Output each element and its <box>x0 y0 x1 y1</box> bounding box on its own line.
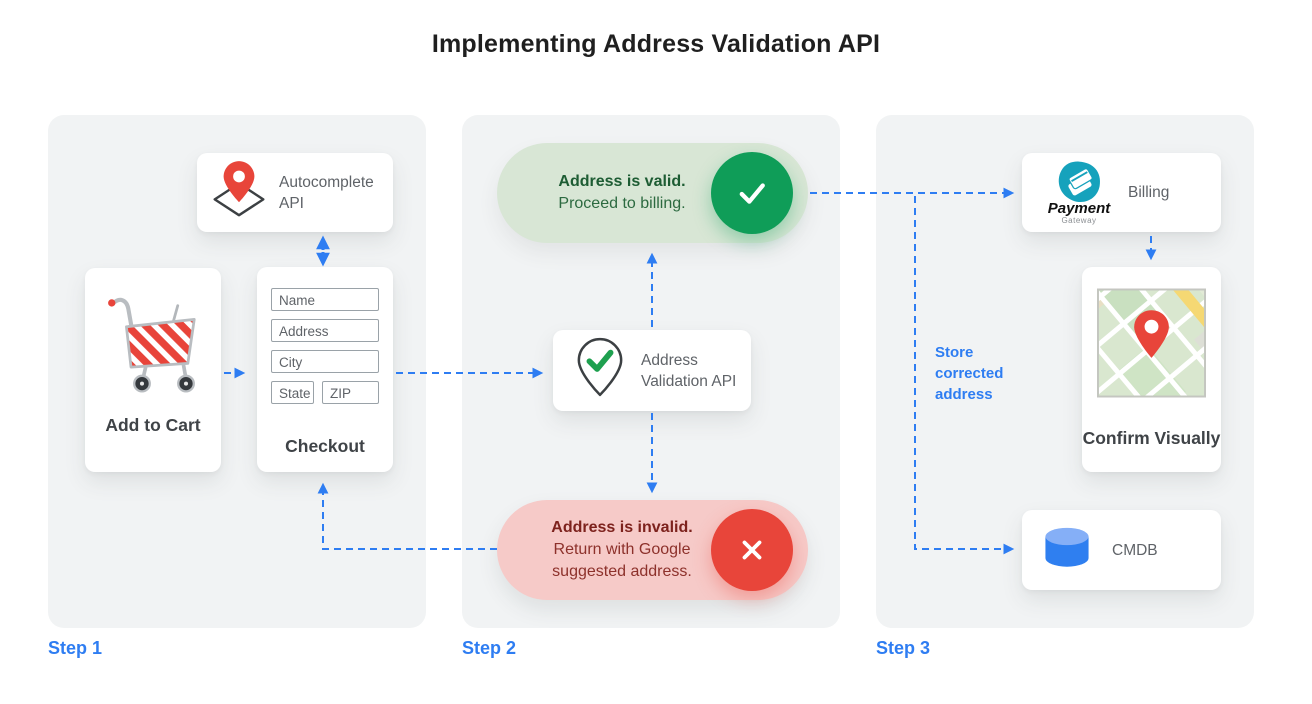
store-corrected-address-note: Store corrected address <box>935 344 1004 403</box>
invalid-subtitle: Return with Google suggested address. <box>552 541 692 580</box>
valid-subtitle: Proceed to billing. <box>558 195 686 212</box>
check-circle-icon <box>711 152 793 234</box>
database-icon <box>1044 526 1090 575</box>
autocomplete-map-pin-icon <box>211 159 267 226</box>
autocomplete-api-node: Autocomplete API <box>197 153 393 232</box>
logo-payment-text: Payment <box>1047 200 1111 217</box>
checkout-label: Checkout <box>285 436 365 456</box>
x-circle-icon <box>711 509 793 591</box>
state-field: State <box>271 381 314 404</box>
page-title: Implementing Address Validation API <box>431 30 881 58</box>
map-thumbnail-icon <box>1097 288 1206 398</box>
billing-node: Payment Gateway Billing <box>1022 153 1221 232</box>
address-field: Address <box>271 319 379 342</box>
validation-pin-check-icon <box>575 337 625 404</box>
name-field: Name <box>271 288 379 311</box>
logo-gateway-text: Gateway <box>1061 216 1097 225</box>
address-valid-pill: Address is valid. Proceed to billing. <box>497 143 808 243</box>
step1-label: Step 1 <box>48 638 103 658</box>
zip-field: ZIP <box>322 381 379 404</box>
autocomplete-api-label: Autocomplete API <box>279 173 374 212</box>
add-to-cart-label: Add to Cart <box>105 415 201 435</box>
invalid-title: Address is invalid. <box>551 519 693 536</box>
checkout-node: Name Address City State ZIP Checkout <box>257 267 393 472</box>
cmdb-label: CMDB <box>1112 541 1158 559</box>
confirm-visually-node: Confirm Visually <box>1082 267 1221 472</box>
valid-title: Address is valid. <box>558 173 686 190</box>
city-field: City <box>271 350 379 373</box>
step3-label: Step 3 <box>876 638 931 658</box>
address-validation-api-node: Address Validation API <box>553 330 751 411</box>
shopping-cart-icon <box>98 290 208 402</box>
step2-label: Step 2 <box>462 638 517 658</box>
address-invalid-pill: Address is invalid. Return with Google s… <box>497 500 808 600</box>
billing-label: Billing <box>1128 184 1170 201</box>
payment-gateway-logo: Payment Gateway <box>1040 160 1118 225</box>
confirm-visually-label: Confirm Visually <box>1082 428 1221 448</box>
cmdb-node: CMDB <box>1022 510 1221 590</box>
address-validation-api-label: Address Validation API <box>641 351 737 390</box>
add-to-cart-node: Add to Cart <box>85 268 221 472</box>
